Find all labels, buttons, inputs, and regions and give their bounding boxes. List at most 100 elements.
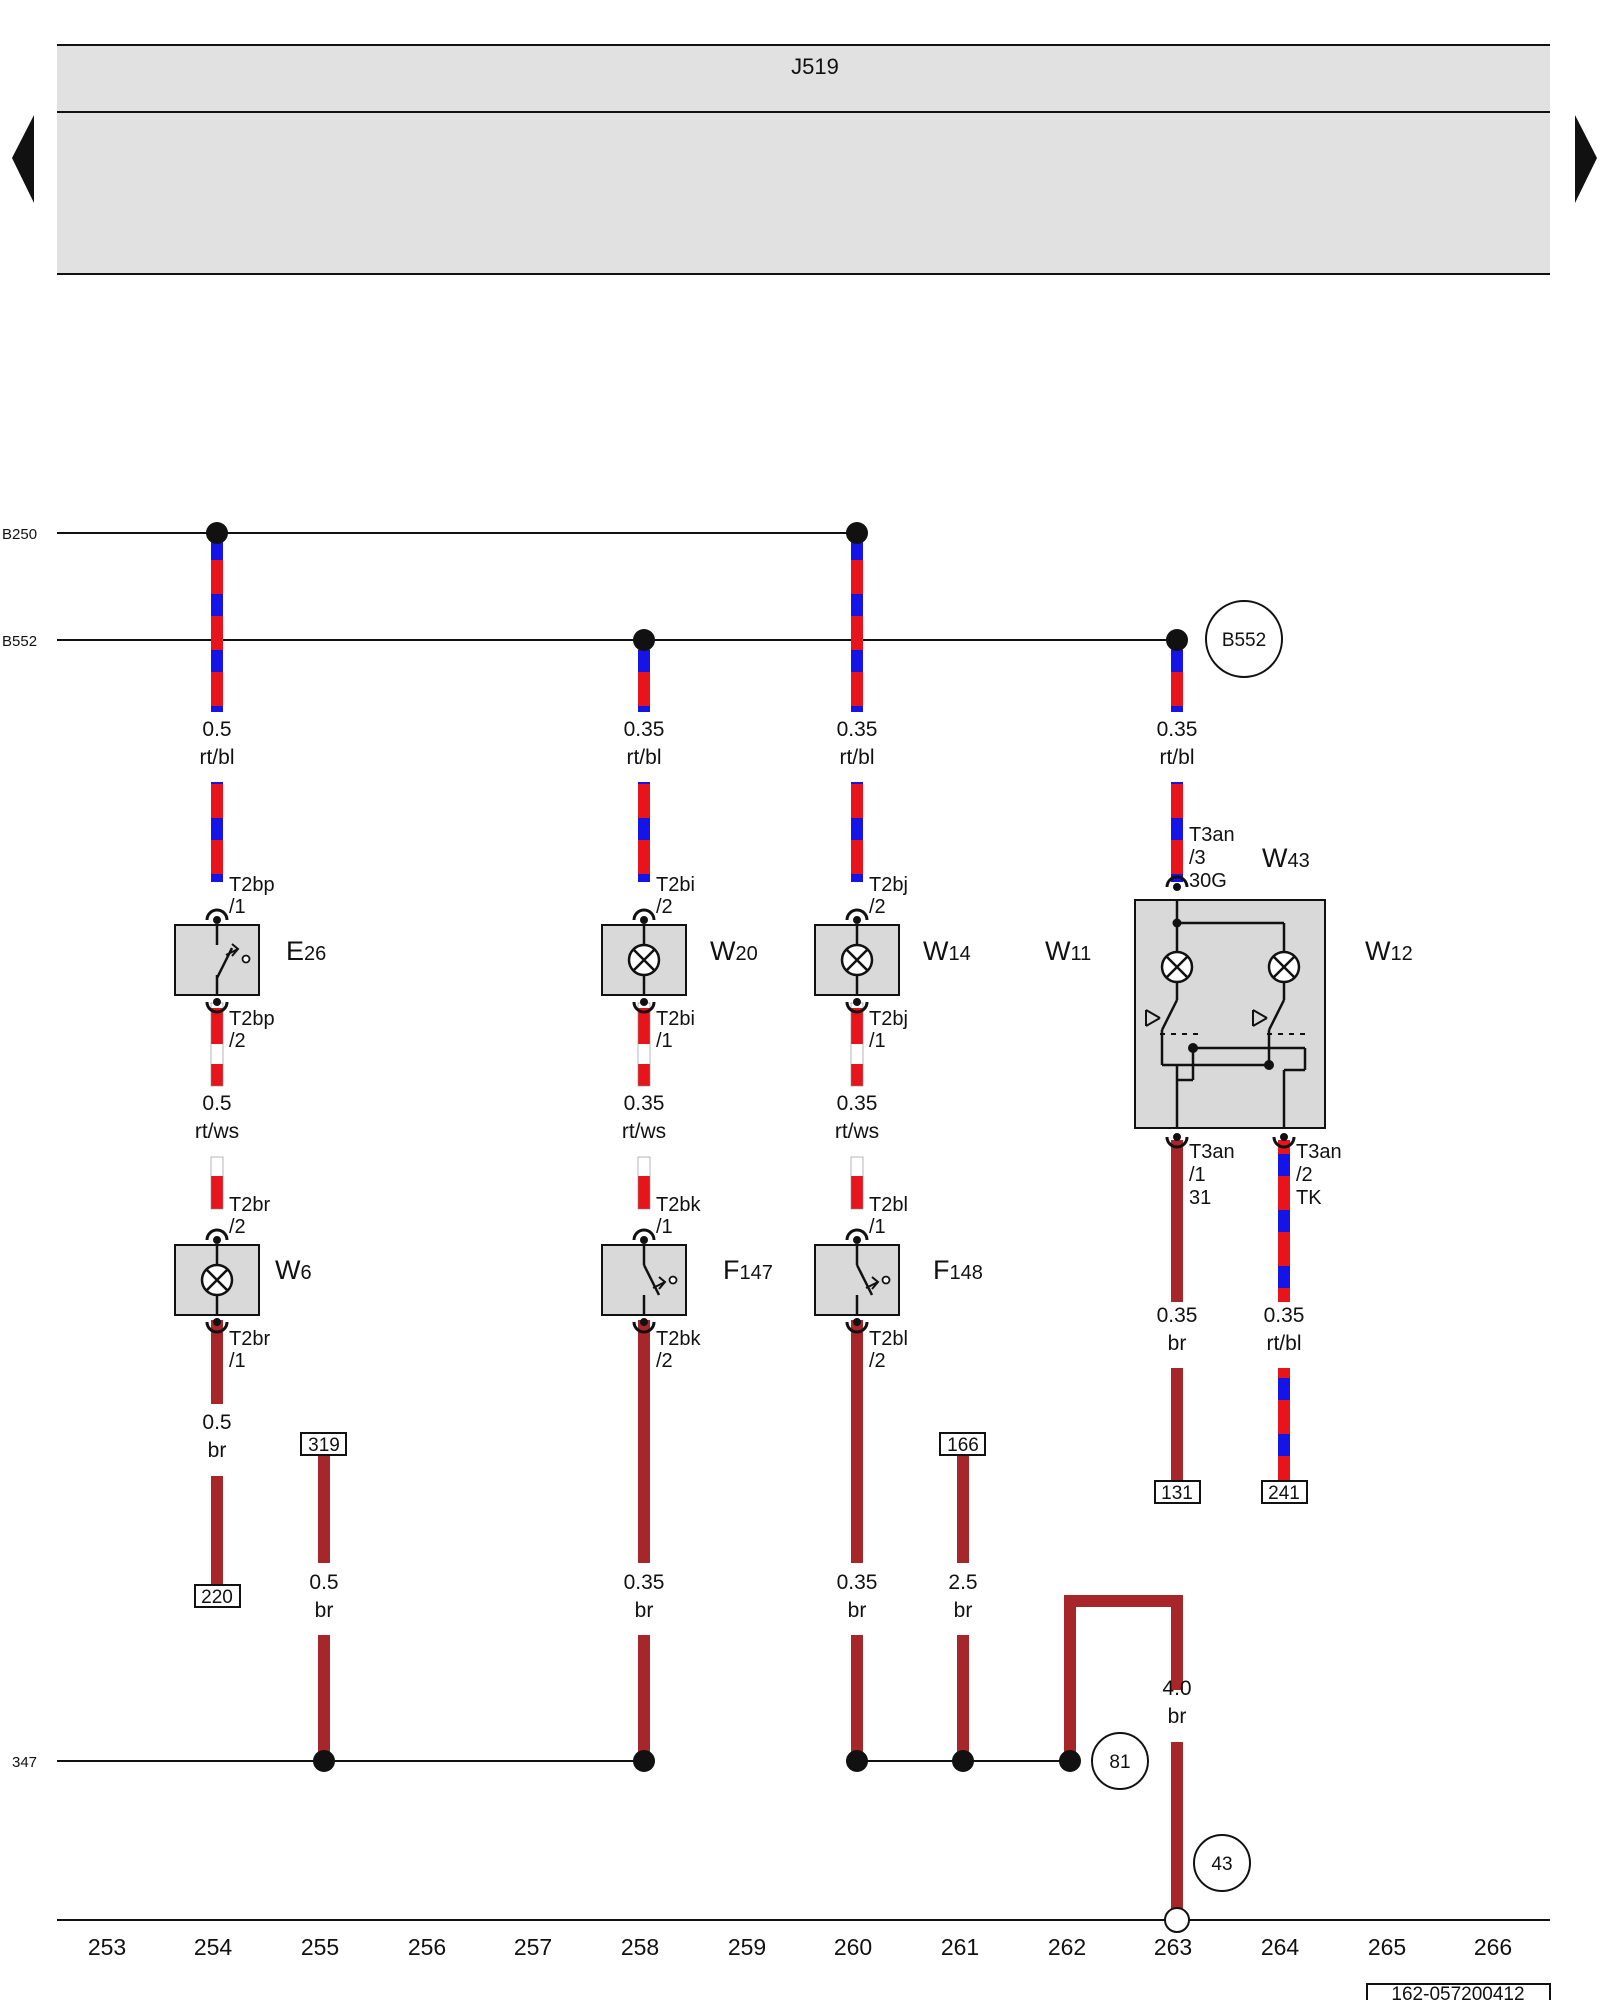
wire-br-ground — [1171, 1742, 1183, 1917]
wire-rtws — [210, 1156, 224, 1210]
wire-br-ground — [1064, 1595, 1183, 1761]
svg-text:rt/ws: rt/ws — [195, 1120, 239, 1143]
grid-number: 259 — [728, 1934, 766, 1960]
rail-label-b552: B552 — [2, 633, 37, 650]
svg-text:T2bi: T2bi — [656, 874, 695, 896]
svg-text:T2bj: T2bj — [869, 874, 908, 896]
ground-marker-81: 81 — [1091, 1732, 1149, 1790]
pin-label: T2bp/1 — [229, 874, 275, 918]
wire-rtws — [637, 1002, 651, 1087]
pin-label: T2bp/2 — [229, 1008, 275, 1052]
svg-text:rt/ws: rt/ws — [622, 1120, 666, 1143]
wire-br — [1171, 1140, 1183, 1302]
component-label-f148: F148 — [933, 1255, 983, 1285]
svg-text:T3an: T3an — [1189, 824, 1235, 846]
wire-br — [1171, 1368, 1183, 1485]
svg-text:4.0: 4.0 — [1162, 1677, 1191, 1700]
svg-text:/2: /2 — [1296, 1164, 1313, 1186]
grid-number: 258 — [621, 1934, 659, 1960]
pin-label: T2br/2 — [229, 1194, 270, 1238]
wire-rtbl — [638, 640, 650, 712]
svg-text:241: 241 — [1268, 1483, 1300, 1504]
svg-text:0.35: 0.35 — [1264, 1304, 1305, 1327]
svg-text:br: br — [208, 1439, 227, 1462]
grid-number: 266 — [1474, 1934, 1512, 1960]
pin-label: T2bl/1 — [869, 1194, 908, 1238]
cross-reference-220[interactable]: 220 — [194, 1584, 241, 1608]
ground-marker-43: 43 — [1193, 1834, 1251, 1892]
cross-reference-319[interactable]: 319 — [300, 1432, 347, 1456]
wire-rtbl — [851, 782, 863, 882]
previous-page-arrow-icon[interactable] — [12, 115, 34, 203]
pin-label: T2bi/1 — [656, 1008, 695, 1052]
svg-text:T2bk: T2bk — [656, 1194, 701, 1216]
rail-lines — [57, 532, 1550, 1921]
switch-e26 — [174, 924, 260, 996]
svg-text:131: 131 — [1161, 1483, 1193, 1504]
b552-marker: B552 — [1205, 600, 1283, 678]
pin-label: T2bi/2 — [656, 874, 695, 918]
wire-rtbl — [211, 782, 223, 882]
switch-f148 — [814, 1244, 900, 1316]
switch-f147 — [601, 1244, 687, 1316]
svg-text:T2bk: T2bk — [656, 1328, 701, 1350]
svg-text:br: br — [1168, 1332, 1187, 1355]
wire-br — [318, 1635, 330, 1761]
cross-reference-241[interactable]: 241 — [1261, 1480, 1308, 1504]
wire-label: 0.5br — [309, 1571, 338, 1622]
grid-number: 262 — [1048, 1934, 1086, 1960]
lamp-w6 — [174, 1244, 260, 1316]
next-page-arrow-icon[interactable] — [1575, 115, 1597, 203]
svg-text:/1: /1 — [229, 1350, 246, 1372]
wire-br — [318, 1453, 330, 1563]
wire-rtws — [637, 1156, 651, 1210]
footer-code: 162-057200412 — [1366, 1983, 1551, 2000]
lamp-w14 — [814, 924, 900, 996]
svg-text:/1: /1 — [229, 896, 246, 918]
svg-text:166: 166 — [947, 1435, 979, 1456]
svg-text:0.35: 0.35 — [837, 1092, 878, 1115]
wire-br — [211, 1320, 223, 1404]
wire-rtbl — [851, 533, 863, 712]
svg-text:0.35: 0.35 — [1157, 718, 1198, 741]
svg-text:/2: /2 — [229, 1030, 246, 1052]
grid-number: 263 — [1154, 1934, 1192, 1960]
pin-label: T2bk/1 — [656, 1194, 701, 1238]
rail-label-b250: B250 — [2, 526, 37, 543]
svg-text:162-057200412: 162-057200412 — [1391, 1984, 1524, 2000]
wire-label: 2.5br — [948, 1571, 977, 1622]
component-label-w14: W14 — [923, 936, 971, 966]
svg-text:T3an: T3an — [1296, 1141, 1342, 1163]
svg-text:br: br — [954, 1599, 973, 1622]
cross-reference-131[interactable]: 131 — [1154, 1480, 1201, 1504]
rail-label-347: 347 — [12, 1754, 37, 1771]
svg-text:0.35: 0.35 — [837, 718, 878, 741]
svg-text:/2: /2 — [656, 896, 673, 918]
wire-label: 0.5br — [202, 1411, 231, 1462]
svg-text:/2: /2 — [869, 1350, 886, 1372]
svg-text:0.35: 0.35 — [837, 1571, 878, 1594]
wire-br — [211, 1476, 223, 1586]
junction-dots — [206, 522, 1188, 1772]
svg-text:T2br: T2br — [229, 1194, 270, 1216]
cross-reference-166[interactable]: 166 — [939, 1432, 986, 1456]
svg-text:/1: /1 — [869, 1216, 886, 1238]
svg-text:br: br — [1168, 1705, 1187, 1728]
wire-label: 0.5rt/ws — [195, 1092, 239, 1143]
wire-br — [851, 1635, 863, 1761]
svg-text:43: 43 — [1211, 1854, 1232, 1875]
svg-text:319: 319 — [308, 1435, 340, 1456]
pin-label: T2bl/2 — [869, 1328, 908, 1372]
wire-rtbl — [1278, 1368, 1290, 1485]
wire-rtws — [850, 1002, 864, 1087]
